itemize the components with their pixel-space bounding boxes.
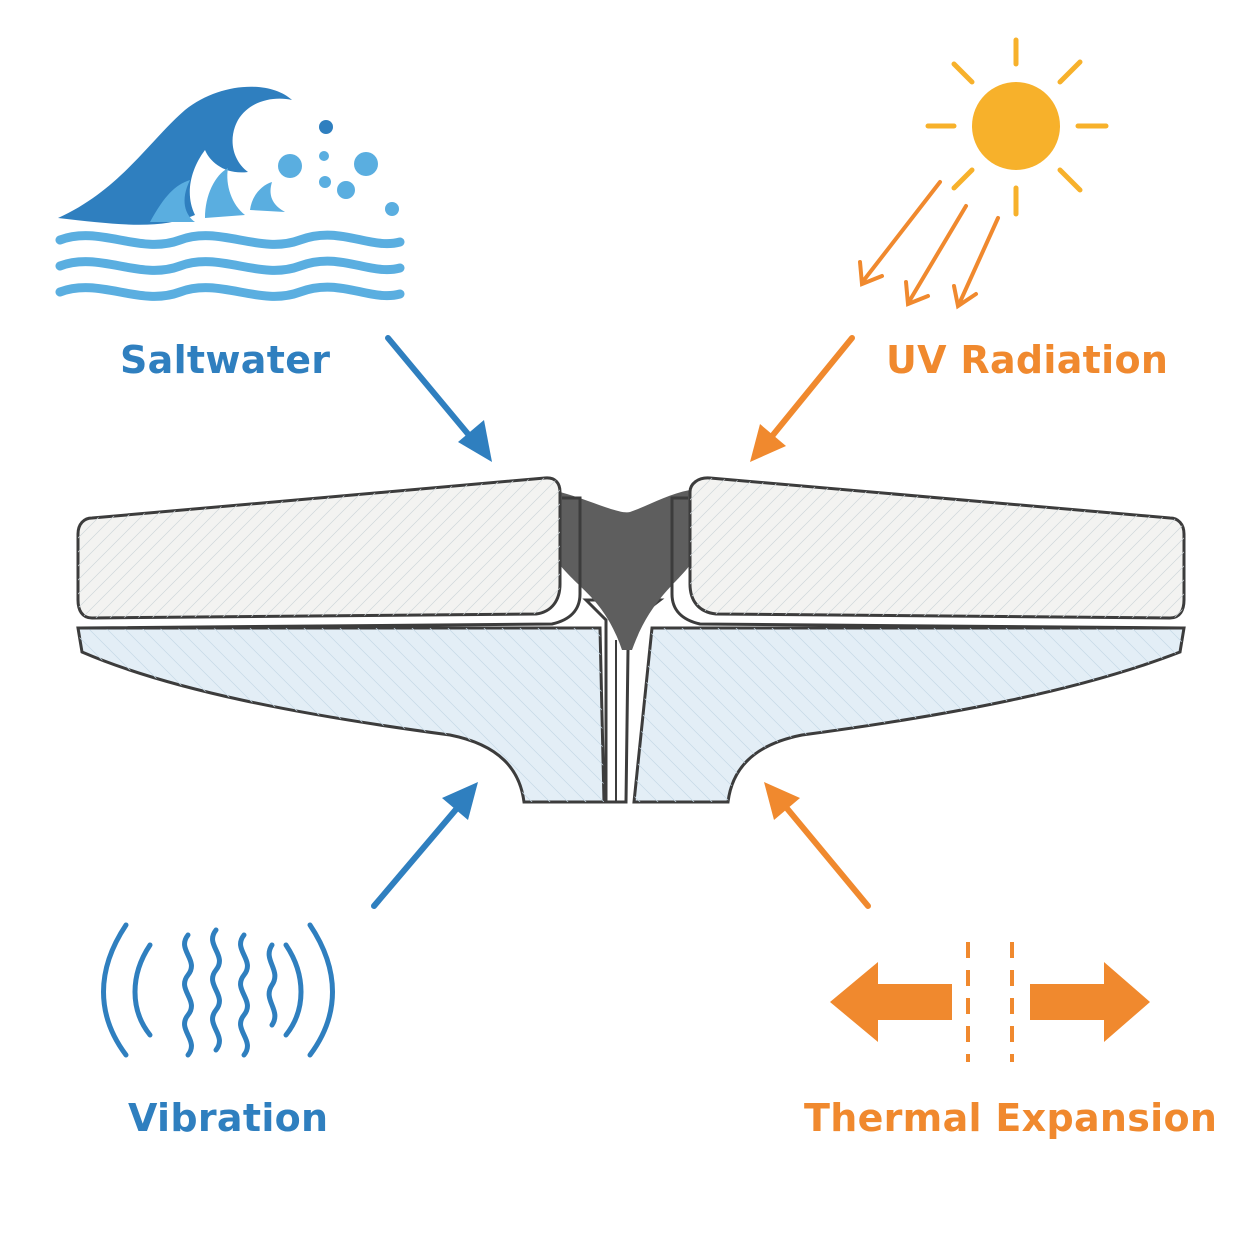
- sun-icon: [858, 37, 1109, 310]
- joint-cross-section: [76, 476, 1186, 804]
- uv-radiation-label: UV Radiation: [886, 338, 1169, 382]
- expansion-arrows-icon: [830, 942, 1150, 1062]
- vibration-arrow-head: [442, 782, 478, 820]
- thermal-arrow: [777, 797, 871, 909]
- saltwater-arrow: [385, 335, 481, 449]
- uv-arrow-head: [750, 424, 786, 462]
- thermal-arrow-head: [764, 782, 800, 820]
- vibration-icon: [101, 922, 335, 1058]
- wave-icon: [55, 86, 405, 301]
- sealant-bead: [560, 490, 690, 650]
- uv-arrow: [761, 335, 855, 449]
- vibration-arrow: [371, 797, 467, 909]
- thermal-expansion-label: Thermal Expansion: [804, 1096, 1218, 1140]
- saltwater-arrow-head: [458, 420, 492, 462]
- saltwater-label: Saltwater: [120, 338, 331, 382]
- vibration-label: Vibration: [128, 1096, 329, 1140]
